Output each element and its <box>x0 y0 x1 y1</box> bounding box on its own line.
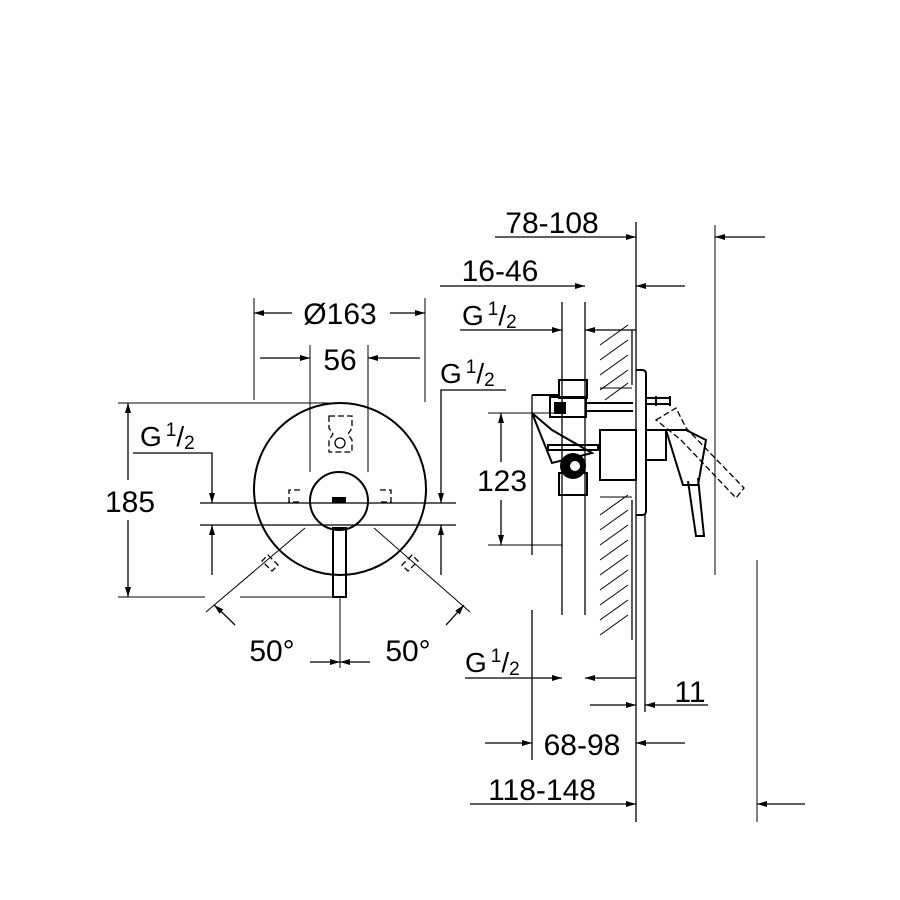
lever-rotation-dashed-side <box>654 407 745 499</box>
angle-left: 50° <box>249 635 294 668</box>
dimension-78-108: 78-108 <box>505 207 598 240</box>
lever <box>332 527 347 598</box>
angle-right: 50° <box>385 635 430 668</box>
dimension-height: 185 <box>105 486 155 519</box>
handle-hub <box>309 471 369 531</box>
mixer-body <box>531 412 595 465</box>
dimension-118-148: 118-148 <box>488 774 596 807</box>
dimension-16-46: 16-46 <box>462 255 539 288</box>
diverter-dashed-outline <box>288 415 392 503</box>
dimension-68-98: 68-98 <box>544 729 621 762</box>
dimension-diameter: Ø163 <box>303 298 376 331</box>
cover-plate-profile <box>636 369 647 516</box>
dimension-handle-width: 56 <box>323 344 356 377</box>
lever-rotation-dashed <box>261 554 419 572</box>
wall-hatching <box>599 324 629 636</box>
dimension-123: 123 <box>477 465 527 498</box>
diverter-knob <box>334 437 346 449</box>
valve-cartridge <box>554 402 566 414</box>
indicator-mark <box>332 497 346 503</box>
diverter-knob-side <box>646 396 671 406</box>
dimension-11: 11 <box>674 676 705 709</box>
